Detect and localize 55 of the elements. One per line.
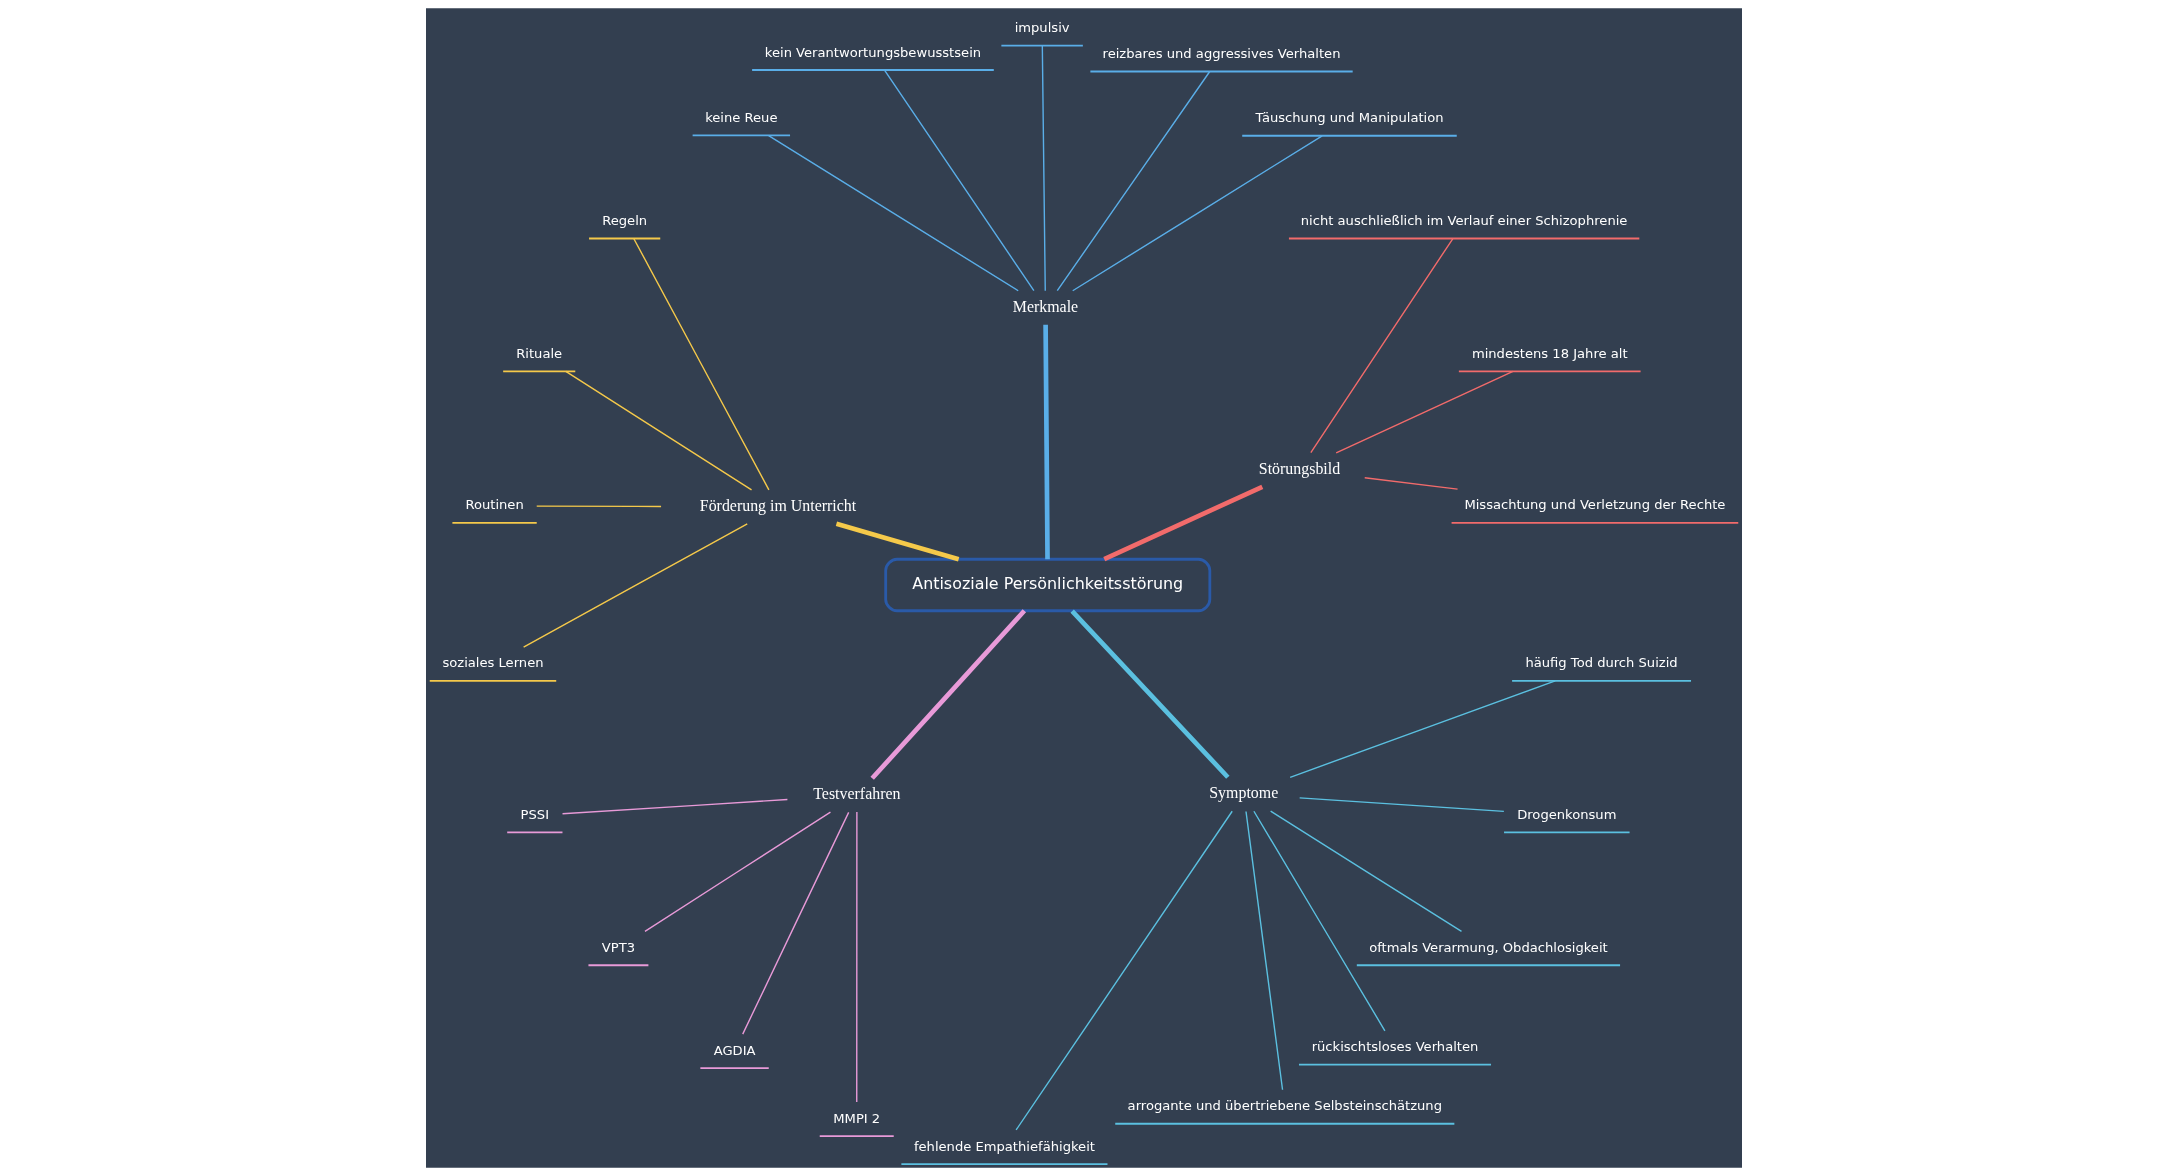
connector xyxy=(1072,135,1323,292)
connector xyxy=(1103,484,1264,562)
connector xyxy=(1269,810,1463,933)
node-text: rückischtsloses Verhalten xyxy=(1311,1039,1479,1055)
node-text: arrogante und übertriebene Selbsteinschätzung xyxy=(1127,1098,1442,1114)
node-text: mindestens 18 Jahre alt xyxy=(1471,345,1628,361)
connector xyxy=(1289,680,1556,779)
connector xyxy=(742,811,850,1035)
node-text: fehlende Empathiefähigkeit xyxy=(913,1138,1095,1154)
node-text: Merkmale xyxy=(1012,297,1079,315)
connector xyxy=(1310,238,1454,454)
node-text: häufig Tod durch Suizid xyxy=(1525,655,1678,671)
node-text: VPT3 xyxy=(601,939,636,955)
node-text: Regeln xyxy=(602,213,648,229)
node-text: soziales Lernen xyxy=(442,655,544,671)
connector xyxy=(1056,70,1211,292)
node-text: nicht auschließlich im Verlauf einer Schizophrenie xyxy=(1300,213,1628,229)
connector xyxy=(1043,324,1050,560)
connector xyxy=(1245,810,1284,1091)
connector xyxy=(536,505,662,508)
connector xyxy=(565,370,753,491)
node-text: Drogenkonsum xyxy=(1517,806,1617,822)
connector xyxy=(870,609,1027,780)
node-text: Missachtung und Verletzung der Rechte xyxy=(1464,497,1726,513)
node-text: Rituale xyxy=(516,345,563,361)
connector xyxy=(835,521,960,562)
node-text: Störungsbild xyxy=(1258,459,1341,477)
node-text: Förderung im Unterricht xyxy=(699,496,857,514)
node-text: AGDIA xyxy=(713,1042,756,1058)
connector xyxy=(856,811,858,1103)
connector xyxy=(522,523,748,648)
node-text: Routinen xyxy=(465,497,524,513)
node-box: Antisoziale Persönlichkeitsstörung xyxy=(884,557,1212,613)
connector xyxy=(1364,477,1459,490)
node-text: impulsiv xyxy=(1014,20,1070,36)
connector xyxy=(1015,810,1233,1131)
connector xyxy=(883,69,1035,292)
node-text: reizbares und aggressives Verhalten xyxy=(1102,46,1341,62)
connector xyxy=(644,811,832,933)
node-text: oftmals Verarmung, Obdachlosigkeit xyxy=(1369,939,1608,955)
node-text: Täuschung und Manipulation xyxy=(1255,110,1444,126)
connector xyxy=(767,134,1019,292)
connector xyxy=(633,237,770,491)
node-text: Testverfahren xyxy=(813,784,901,802)
node-text: keine Reue xyxy=(705,110,778,126)
connector xyxy=(1335,370,1514,454)
connector xyxy=(561,798,789,815)
connector xyxy=(1070,609,1230,779)
connector xyxy=(1041,45,1046,292)
node-text: kein Verantwortungsbewusstsein xyxy=(764,44,982,60)
node-text: MMPI 2 xyxy=(833,1110,881,1126)
connector xyxy=(1253,810,1386,1032)
connector xyxy=(1298,797,1505,813)
node-text: Symptome xyxy=(1209,784,1279,802)
node-text: PSSI xyxy=(520,806,550,822)
